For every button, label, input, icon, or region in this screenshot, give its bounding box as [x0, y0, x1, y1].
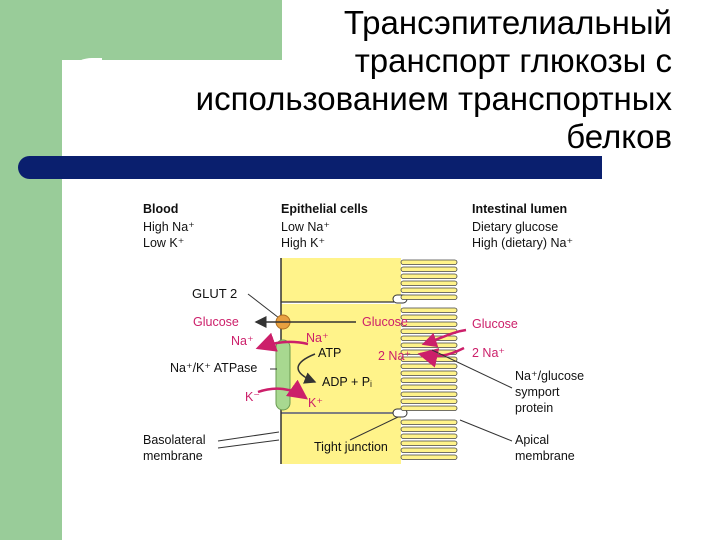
header-blood: Blood: [143, 202, 178, 216]
microvillus: [401, 260, 457, 265]
microvillus: [401, 343, 457, 348]
cells-high-k: High K⁺: [281, 236, 325, 250]
blood-low-k: Low K⁺: [143, 236, 184, 250]
apical-pointer: [460, 420, 512, 441]
microvillus: [401, 385, 457, 390]
basolateral-pointer-2: [218, 440, 279, 448]
label-apical-line2: membrane: [515, 449, 575, 463]
microvillus: [401, 364, 457, 369]
cell-top: [281, 258, 401, 302]
label-glut2: GLUT 2: [192, 286, 237, 301]
label-2na-lumen: 2 Na⁺: [472, 346, 505, 360]
lumen-high-na: High (dietary) Na⁺: [472, 236, 573, 250]
label-adp-pi: ADP + Pᵢ: [322, 375, 372, 389]
microvillus: [401, 295, 457, 300]
microvillus: [401, 427, 457, 432]
label-2na-cell: 2 Na⁺: [378, 349, 411, 363]
cells-low-na: Low Na⁺: [281, 220, 330, 234]
label-symport-line2: symport: [515, 385, 560, 399]
label-symport-line1: Na⁺/glucose: [515, 369, 584, 383]
label-glucose-lumen: Glucose: [472, 317, 518, 331]
label-k-cell: K⁺: [308, 396, 323, 410]
microvillus: [401, 371, 457, 376]
basolateral-pointer-1: [218, 432, 279, 441]
microvillus: [401, 274, 457, 279]
microvillus: [401, 288, 457, 293]
na-k-atpase-pump: [276, 340, 290, 410]
label-glucose-cell: Glucose: [362, 315, 408, 329]
label-apical-line1: Apical: [515, 433, 549, 447]
label-symport-line3: protein: [515, 401, 553, 415]
microvillus: [401, 455, 457, 460]
label-k-blood: K⁻: [245, 390, 260, 404]
microvillus: [401, 267, 457, 272]
microvillus: [401, 434, 457, 439]
label-atp: ATP: [318, 346, 341, 360]
label-tight-junction: Tight junction: [314, 440, 388, 454]
microvillus: [401, 308, 457, 313]
blood-high-na: High Na⁺: [143, 220, 195, 234]
label-basolateral-line2: membrane: [143, 449, 203, 463]
microvillus: [401, 329, 457, 334]
header-epithelial-cells: Epithelial cells: [281, 202, 368, 216]
lumen-dietary-glucose: Dietary glucose: [472, 220, 558, 234]
label-na-cell: Na⁺: [306, 331, 329, 345]
microvillus: [401, 392, 457, 397]
microvillus: [401, 448, 457, 453]
microvillus: [401, 420, 457, 425]
microvillus: [401, 441, 457, 446]
label-basolateral-line1: Basolateral: [143, 433, 206, 447]
cell-bottom: [281, 414, 401, 464]
microvillus: [401, 322, 457, 327]
microvillus: [401, 336, 457, 341]
header-intestinal-lumen: Intestinal lumen: [472, 202, 567, 216]
microvillus: [401, 281, 457, 286]
glut2-pointer: [248, 294, 279, 318]
microvillus: [401, 406, 457, 411]
label-glucose-blood: Glucose: [193, 315, 239, 329]
label-na-k-atpase: Na⁺/K⁺ ATPase: [170, 361, 257, 375]
microvillus: [401, 315, 457, 320]
microvillus: [401, 378, 457, 383]
microvillus: [401, 399, 457, 404]
label-na-blood: Na⁺: [231, 334, 254, 348]
